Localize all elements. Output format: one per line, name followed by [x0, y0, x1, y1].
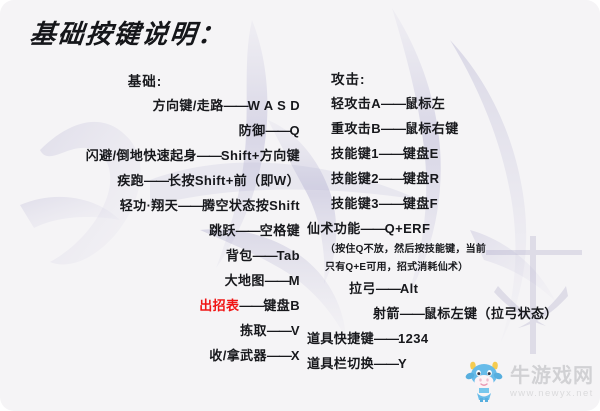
- keybinding-row: 重攻击B——鼠标右键: [303, 122, 595, 135]
- keybinding-action: 轻攻击A: [331, 96, 381, 111]
- keybinding-action: 轻功·翔天: [119, 198, 179, 213]
- keybinding-row: 疾跑——长按Shift+前（即W）: [8, 174, 300, 187]
- keybinding-key: Alt: [399, 281, 419, 296]
- keybinding-row: 技能键2——键盘R: [303, 172, 595, 185]
- keybinding-key: W A S D: [247, 98, 300, 113]
- keybinding-row: 闪避/倒地快速起身——Shift+方向键: [8, 149, 300, 162]
- keybinding-key: 空格键: [259, 223, 300, 238]
- keybinding-row: 背包——Tab: [8, 249, 300, 262]
- keybinding-separator: ——: [252, 248, 278, 263]
- keybinding-action: 拣取: [240, 323, 267, 338]
- keybinding-row: 射箭——鼠标左键（拉弓状态）: [303, 307, 595, 320]
- keybinding-row: 道具栏切换——Y: [303, 357, 595, 370]
- keybinding-action: 收/拿武器: [209, 348, 267, 363]
- basic-controls-column: 基础: 方向键/走路——W A S D 防御——Q 闪避/倒地快速起身——Shi…: [8, 70, 300, 374]
- keybinding-separator: ——: [378, 146, 404, 161]
- keybinding-key: 鼠标左: [405, 96, 446, 111]
- keybinding-action: 防御: [238, 123, 266, 138]
- keybinding-action: 闪避/倒地快速起身: [85, 148, 197, 163]
- attack-controls-heading: 攻击:: [331, 72, 366, 87]
- keybinding-row: 轻功·翔天——腾空状态按Shift: [8, 199, 300, 212]
- keybinding-key: 1234: [398, 331, 429, 346]
- keybinding-separator: ——: [196, 148, 222, 163]
- keybinding-separator: ——: [223, 98, 249, 113]
- keybinding-separator: ——: [378, 196, 404, 211]
- keybinding-key: 腾空状态按Shift: [202, 198, 300, 213]
- keybinding-action: 跳跃: [208, 223, 236, 238]
- keybinding-separator: ——: [144, 173, 169, 188]
- keybinding-row: 方向键/走路——W A S D: [8, 99, 300, 112]
- keybinding-action: 大地图: [224, 273, 265, 288]
- keybinding-key: 键盘F: [402, 196, 438, 211]
- basic-controls-heading: 基础:: [127, 74, 163, 89]
- keybinding-key: 键盘R: [402, 171, 440, 186]
- attack-controls-column: 攻击: 轻攻击A——鼠标左 重攻击B——鼠标右键 技能键1——键盘E 技能键2—…: [303, 68, 595, 382]
- magic-note-line-1: （按住Q不放，然后按技能键，当前: [325, 244, 486, 255]
- keybinding-key: X: [290, 348, 300, 363]
- keybinding-action: 技能键2: [331, 171, 379, 186]
- keybinding-separator: ——: [265, 123, 290, 138]
- keybinding-row: 轻攻击A——鼠标左: [303, 97, 595, 110]
- site-watermark: 牛游戏网 www.newyx.net: [462, 358, 594, 407]
- keybinding-row-highlighted: 出招表——键盘B: [8, 299, 300, 312]
- keybinding-row: 仙术功能——Q+ERF: [303, 222, 595, 235]
- keybinding-action: 技能键1: [331, 146, 379, 161]
- keybinding-action: 道具栏切换: [307, 356, 375, 371]
- keybinding-separator: ——: [381, 121, 406, 136]
- magic-note-line-2: 只有Q+E可用，招式消耗仙术）: [325, 261, 469, 273]
- keybinding-separator: ——: [381, 96, 406, 111]
- keybinding-action: 拉弓: [349, 281, 376, 296]
- keybinding-action: 射箭: [373, 306, 400, 321]
- keybinding-key: V: [290, 323, 300, 338]
- keybinding-action: 出招表: [199, 298, 240, 313]
- keybinding-key: M: [288, 273, 300, 288]
- keybinding-separator: ——: [266, 323, 292, 338]
- keybinding-key: 鼠标右键: [405, 121, 459, 136]
- keybinding-separator: ——: [360, 221, 386, 236]
- cow-mascot-icon: [462, 358, 506, 407]
- keybinding-action: 疾跑: [117, 173, 145, 188]
- watermark-text-group: 牛游戏网 www.newyx.net: [510, 366, 594, 399]
- keybinding-action: 背包: [225, 248, 253, 263]
- watermark-site-url: www.newyx.net: [510, 388, 594, 400]
- keybinding-separator: ——: [239, 298, 264, 313]
- keybinding-row: 道具快捷键——1234: [303, 332, 595, 345]
- keybinding-key: Q+ERF: [384, 221, 431, 236]
- keybinding-key: Shift+方向键: [220, 148, 300, 163]
- keybinding-key: Y: [398, 356, 408, 371]
- keybinding-row: 防御——Q: [8, 124, 300, 137]
- keybinding-key: 键盘E: [402, 146, 439, 161]
- keybinding-row: 拣取——V: [8, 324, 300, 337]
- keybinding-row: 技能键1——键盘E: [303, 147, 595, 160]
- keybinding-row: 拉弓——Alt: [303, 282, 595, 295]
- keybinding-separator: ——: [264, 273, 290, 288]
- keybinding-action: 道具快捷键: [307, 331, 375, 346]
- keybinding-row: 收/拿武器——X: [8, 349, 300, 362]
- keybinding-action: 仙术功能: [307, 221, 361, 236]
- page-title: 基础按键说明：: [28, 20, 228, 49]
- keybinding-row: 跳跃——空格键: [8, 224, 300, 237]
- keybinding-key: 键盘B: [263, 298, 300, 313]
- keybinding-separator: ——: [375, 281, 401, 296]
- keybinding-row: 大地图——M: [8, 274, 300, 287]
- keybinding-action: 技能键3: [331, 196, 379, 211]
- keybinding-key: Tab: [276, 248, 300, 263]
- watermark-site-name: 牛游戏网: [510, 365, 594, 388]
- keybinding-separator: ——: [266, 348, 292, 363]
- keybinding-separator: ——: [378, 171, 404, 186]
- keybinding-action: 方向键/走路: [152, 98, 224, 113]
- keybinding-separator: ——: [374, 331, 399, 346]
- keybinding-key: 长按Shift+前（即W）: [168, 173, 300, 188]
- keybinding-row: 技能键3——键盘F: [303, 197, 595, 210]
- keybinding-separator: ——: [399, 306, 425, 321]
- keybinding-separator: ——: [374, 356, 399, 371]
- keybinding-key: Q: [289, 123, 300, 138]
- keybinding-separator: ——: [178, 198, 203, 213]
- keybinding-action: 重攻击B: [331, 121, 381, 136]
- keybinding-key: 鼠标左键（拉弓状态）: [423, 306, 558, 321]
- keybinding-separator: ——: [235, 223, 261, 238]
